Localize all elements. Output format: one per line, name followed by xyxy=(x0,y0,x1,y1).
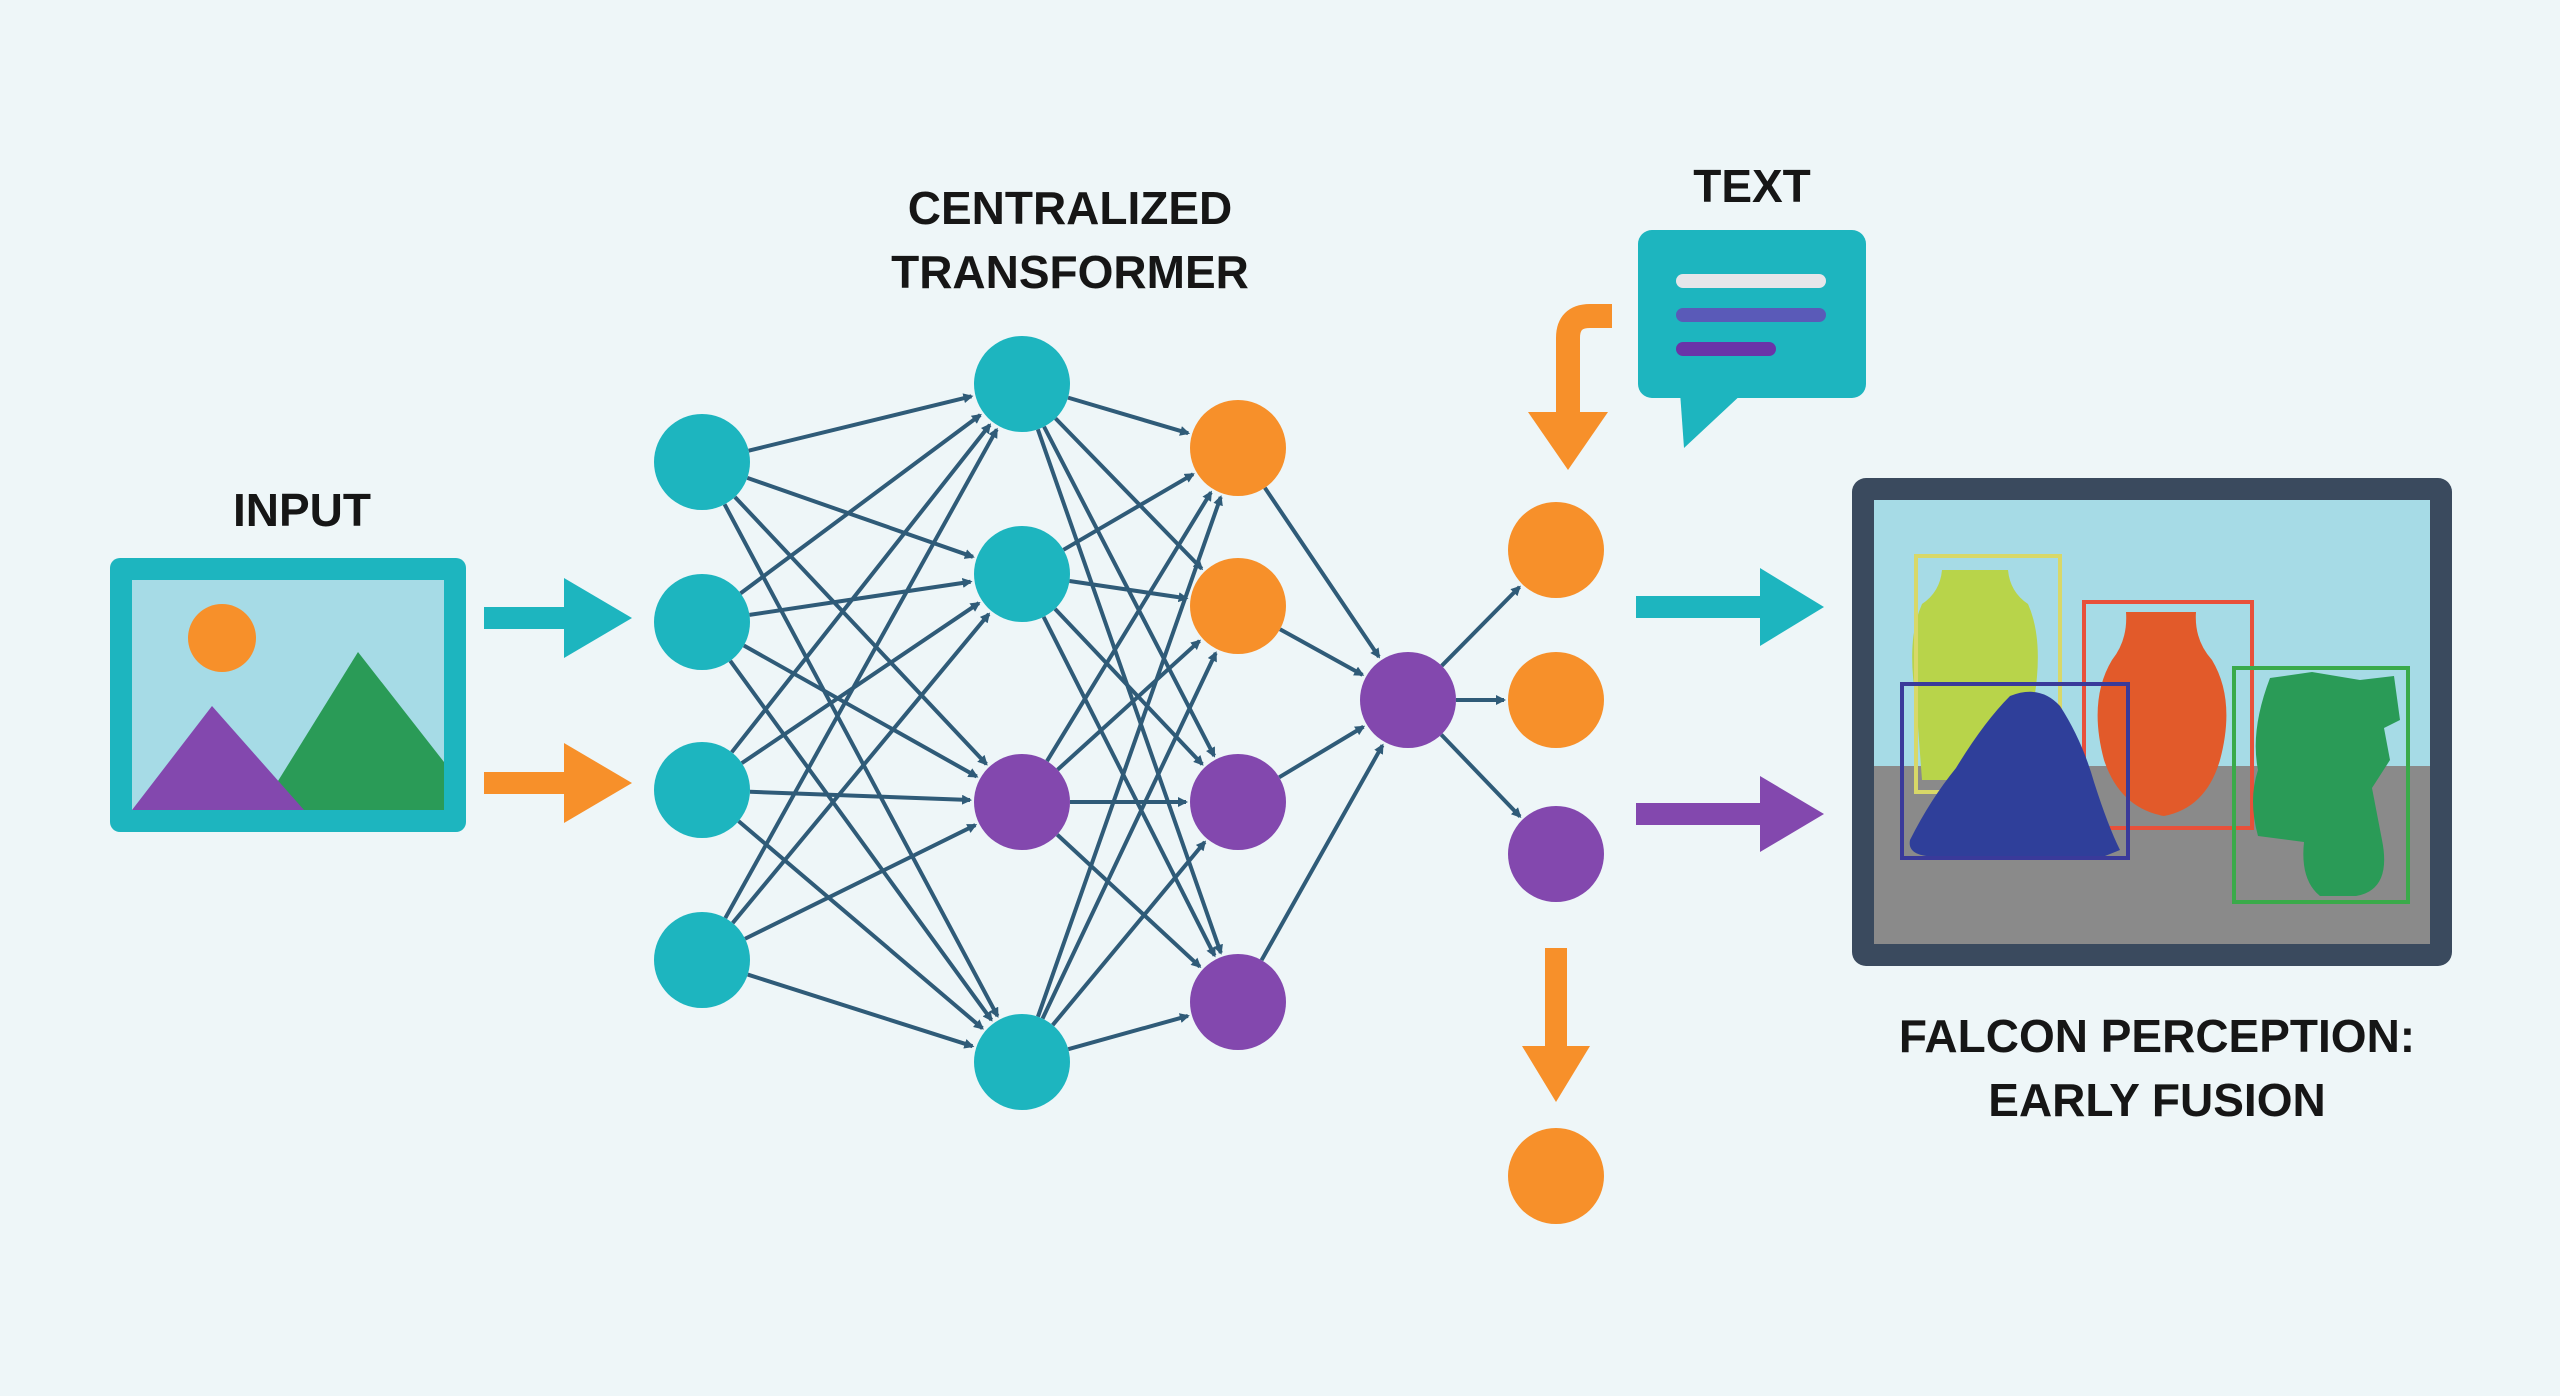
network-edge-arrow xyxy=(1062,472,1195,552)
network-node-teal xyxy=(974,1014,1070,1110)
network-edge-arrow xyxy=(730,423,992,754)
bubble-line-purple xyxy=(1676,342,1776,356)
network-edge-arrow xyxy=(1040,651,1218,1020)
network-edge-arrow xyxy=(749,577,973,617)
network-node-teal xyxy=(974,336,1070,432)
network-node-orange xyxy=(1190,558,1286,654)
down-orange-arrow xyxy=(1522,948,1590,1102)
network-edge-arrow xyxy=(1055,833,1202,969)
output-label-line2: EARLY FUSION xyxy=(1988,1074,2325,1126)
sun-shape xyxy=(188,604,256,672)
network-edge-arrow xyxy=(747,972,975,1049)
text-speech-bubble-icon xyxy=(1638,230,1866,448)
network-node-teal xyxy=(654,574,750,670)
network-node-teal xyxy=(654,742,750,838)
network-node-purple xyxy=(974,754,1070,850)
side-output-node-orange xyxy=(1508,1128,1604,1224)
network-edge-arrow xyxy=(731,612,991,925)
network-node-purple xyxy=(1508,806,1604,902)
network-edge-arrow xyxy=(1278,725,1366,780)
network-edge-arrow xyxy=(722,503,1000,1018)
network-edge-arrow xyxy=(742,643,979,779)
bubble-line-light xyxy=(1676,274,1826,288)
output-purple-arrow xyxy=(1636,776,1824,852)
network-node-purple xyxy=(1190,954,1286,1050)
network-edge-arrow xyxy=(737,819,984,1030)
network-edge-arrow xyxy=(1259,743,1385,962)
text-feed-arrow xyxy=(1528,304,1612,470)
input-teal-arrow xyxy=(484,578,632,658)
network-node-teal xyxy=(974,526,1070,622)
input-image-icon xyxy=(110,558,466,832)
network-node-purple xyxy=(1360,652,1456,748)
blue-shape-object xyxy=(1900,682,2130,860)
network-edge-arrow xyxy=(733,495,988,766)
network-edge-arrow xyxy=(1036,495,1223,1018)
network-node-teal xyxy=(654,912,750,1008)
network-edge-arrow xyxy=(1035,428,1223,955)
network-edge-arrow xyxy=(1439,733,1522,818)
network-edge-arrow xyxy=(749,789,973,805)
network-edge-arrow xyxy=(1051,840,1207,1027)
network-nodes xyxy=(654,336,1604,1224)
purple-mountain xyxy=(132,706,304,810)
blue-bounding-box xyxy=(1900,682,2130,860)
network-edge-arrow xyxy=(739,413,982,595)
network-edge-arrow xyxy=(1279,627,1365,677)
network-edge-arrow xyxy=(1069,579,1189,603)
network-node-orange xyxy=(1508,502,1604,598)
network-edge-arrow xyxy=(1263,486,1381,659)
transformer-label-line1: CENTRALIZED xyxy=(908,182,1233,234)
network-edge-arrow xyxy=(1041,615,1217,958)
bubble-line-blue xyxy=(1676,308,1826,322)
network-node-purple xyxy=(1190,754,1286,850)
green-figure-object xyxy=(2232,666,2410,904)
network-node-teal xyxy=(654,414,750,510)
network-edge-arrow xyxy=(1440,585,1521,668)
orange-bounding-box xyxy=(2082,600,2254,830)
text-label: TEXT xyxy=(1693,160,1811,212)
network-node-orange xyxy=(1190,400,1286,496)
output-label-line1: FALCON PERCEPTION: xyxy=(1899,1010,2415,1062)
network-edge-arrow xyxy=(740,601,981,765)
network-node-orange xyxy=(1508,652,1604,748)
network-edge-arrow xyxy=(1053,607,1204,766)
output-detection-image xyxy=(1852,478,2452,966)
network-edge-arrow xyxy=(748,393,974,453)
output-teal-arrow xyxy=(1636,568,1824,646)
network-edge-arrow xyxy=(744,823,978,941)
transformer-label-line2: TRANSFORMER xyxy=(891,246,1249,298)
network-edge-arrow xyxy=(1045,490,1213,763)
network-edge-arrow xyxy=(728,659,994,1022)
green-mountain xyxy=(260,652,444,810)
input-orange-arrow xyxy=(484,743,632,823)
network-edges xyxy=(722,393,1522,1052)
network-edge-arrow xyxy=(1056,639,1201,772)
network-edge-arrow xyxy=(1067,395,1191,436)
green-bounding-box xyxy=(2232,666,2410,904)
network-edge-arrow xyxy=(723,427,999,920)
input-label: INPUT xyxy=(233,484,371,536)
network-edge-arrow xyxy=(1067,1013,1190,1052)
